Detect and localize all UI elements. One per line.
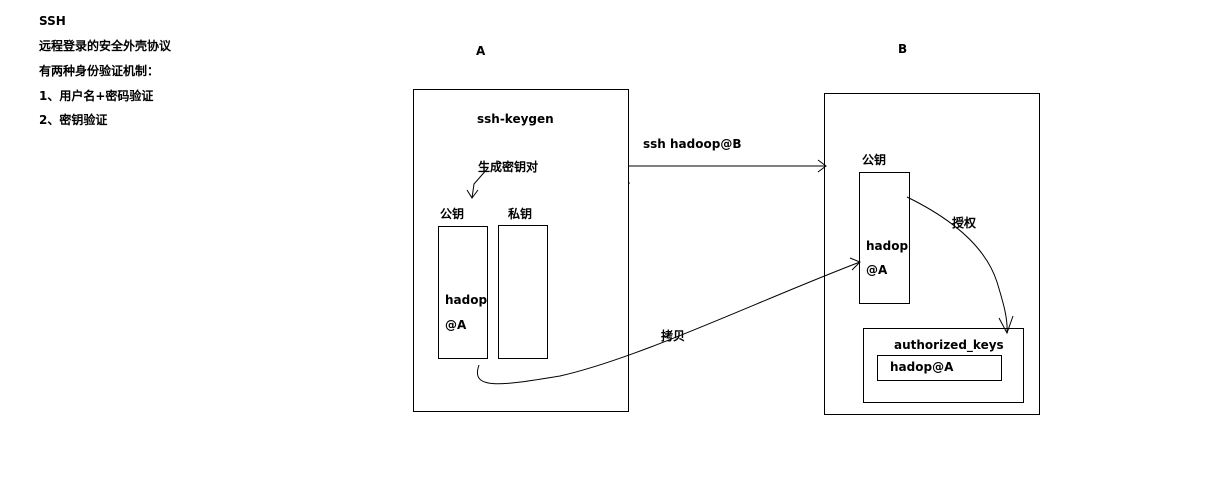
authorize-label: 授权 — [952, 216, 977, 230]
copy-label: 拷贝 — [661, 329, 686, 343]
host-a-label: A — [476, 44, 486, 58]
host-b-public-key-line-1: hadop — [866, 239, 909, 253]
ssh-keygen-label: ssh-keygen — [477, 112, 554, 126]
authorized-keys-label: authorized_keys — [894, 338, 1004, 352]
notes-title: SSH — [39, 14, 66, 28]
host-a-public-key-label: 公钥 — [440, 207, 465, 221]
host-a-private-key-label: 私钥 — [508, 207, 533, 221]
host-b-label: B — [898, 42, 908, 56]
authorized-entry-text: hadop@A — [890, 360, 954, 374]
host-a-public-key-line-2: @A — [445, 318, 467, 332]
notes-line-3: 1、用户名+密码验证 — [39, 89, 154, 103]
notes-line-1: 远程登录的安全外壳协议 — [39, 39, 172, 53]
host-a-private-key-box — [498, 225, 548, 359]
host-b-public-key-line-2: @A — [866, 263, 888, 277]
host-b-public-key-label: 公钥 — [862, 153, 887, 167]
host-a-public-key-line-1: hadop — [445, 293, 488, 307]
notes-line-2: 有两种身份验证机制： — [39, 64, 160, 78]
ssh-command-label: ssh hadoop@B — [643, 137, 742, 151]
authorized-entry-box — [877, 355, 1002, 381]
notes-line-4: 2、密钥验证 — [39, 113, 108, 127]
host-b-public-key-box — [859, 172, 910, 304]
host-a-box — [413, 89, 629, 412]
host-b-box — [824, 93, 1040, 415]
generate-keypair-label: 生成密钥对 — [478, 160, 539, 174]
